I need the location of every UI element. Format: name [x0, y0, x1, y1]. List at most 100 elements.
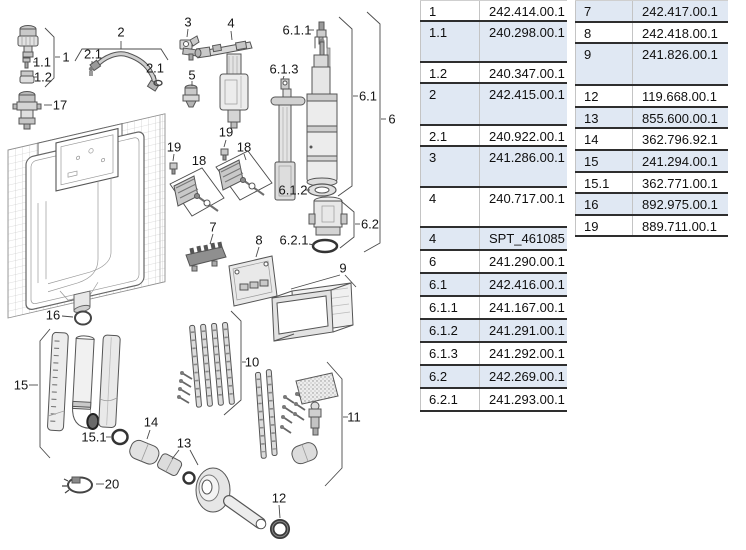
callout-6-1: 6.1: [359, 89, 377, 104]
callout-6: 6: [388, 112, 395, 127]
parts-row[interactable]: 6.2 242.269.00.1: [420, 366, 567, 389]
part-stop-valve: [17, 25, 39, 58]
part-ref: 12: [575, 86, 633, 106]
parts-row[interactable]: 12 119.668.00.1: [575, 86, 728, 108]
part-ref: 6.2.1: [420, 389, 480, 410]
part-number: 242.415.00.1: [489, 87, 565, 102]
part-number: 242.414.00.1: [489, 4, 565, 19]
part-number: 240.922.00.1: [489, 129, 565, 144]
callout-16: 16: [46, 308, 60, 323]
part-connector-1-1: [22, 57, 31, 69]
bracket-6: [363, 11, 381, 253]
bracket-13: [171, 449, 199, 466]
part-sleeve-14: [129, 439, 160, 465]
part-ref: 2: [420, 84, 480, 124]
part-number: 240.347.00.1: [489, 66, 565, 81]
callout-15-1: 15.1: [81, 430, 106, 445]
bracket-10: [223, 310, 242, 416]
callout-12: 12: [272, 491, 286, 506]
part-number: 889.711.00.1: [642, 219, 717, 234]
part-ref: 9: [575, 44, 633, 84]
part-number: 240.298.00.1: [489, 25, 565, 40]
part-flush-bend-6-2: [308, 196, 348, 236]
parts-row[interactable]: 6.2.1 241.293.00.1: [420, 389, 567, 412]
parts-row[interactable]: 2 242.415.00.1: [420, 84, 567, 126]
part-screws-10: [177, 371, 193, 404]
callout-19-left: 19: [167, 140, 181, 155]
part-number: 241.286.00.1: [489, 150, 565, 165]
callout-17: 17: [53, 98, 67, 113]
part-number: 119.668.00.1: [642, 89, 717, 104]
callout-7: 7: [209, 220, 216, 235]
part-union-nut-1-2: [19, 70, 35, 84]
part-lifting-rod-6-1-3: [270, 78, 306, 201]
part-clip-19-left: [169, 162, 178, 175]
part-number: 362.796.92.1: [642, 132, 718, 147]
callout-14: 14: [144, 415, 158, 430]
part-number: 241.290.00.1: [489, 254, 565, 269]
part-angle-valve-17: [12, 91, 42, 130]
part-number: 241.291.00.1: [489, 323, 565, 338]
callout-4: 4: [227, 16, 234, 31]
part-ref: 13: [575, 108, 633, 127]
part-small-valve-11: [308, 401, 322, 436]
callout-2-1-left: 2.1: [84, 47, 102, 62]
part-spacer-set-10: [189, 321, 235, 408]
part-clip-2-1-left: [88, 66, 94, 76]
callout-18-right: 18: [237, 140, 251, 155]
bracket-2: [74, 48, 169, 62]
callout-6-1-3: 6.1.3: [270, 62, 299, 77]
callout-6-2: 6.2: [361, 217, 379, 232]
part-number: 240.717.00.1: [489, 191, 565, 206]
part-ref: 6.2: [420, 366, 480, 387]
callout-8: 8: [255, 233, 262, 248]
callout-6-1-1: 6.1.1: [283, 23, 312, 38]
part-number: 362.771.00.1: [642, 176, 718, 191]
callout-2-1-right: 2.1: [146, 61, 164, 76]
part-extension-set-11: [255, 369, 339, 465]
bracket-11: [324, 361, 343, 487]
part-number: SPT_461085: [489, 231, 565, 246]
bracket-1: [44, 27, 55, 88]
part-clamp-20: [62, 476, 93, 494]
callout-15: 15: [14, 378, 28, 393]
part-fill-valve: [194, 40, 253, 129]
part-flush-valve-6-1: [306, 38, 338, 187]
callout-19-right: 19: [219, 125, 233, 140]
parts-row[interactable]: 13 855.600.00.1: [575, 108, 728, 129]
part-nipple-5: [182, 84, 200, 108]
part-ref: 1.1: [420, 22, 480, 61]
part-flush-pipes-15: [47, 331, 121, 432]
callout-18-left: 18: [192, 153, 206, 168]
parts-row[interactable]: 1.1 240.298.00.1: [420, 22, 567, 63]
callout-10: 10: [245, 355, 259, 370]
callout-1-2: 1.2: [34, 70, 52, 85]
callout-9: 9: [339, 261, 346, 276]
part-number: 242.269.00.1: [489, 369, 565, 384]
part-number: 241.293.00.1: [489, 392, 565, 407]
part-wall-flange-pipe: [195, 467, 267, 530]
bracket-6-1: [337, 16, 353, 197]
part-number: 855.600.00.1: [642, 111, 718, 126]
